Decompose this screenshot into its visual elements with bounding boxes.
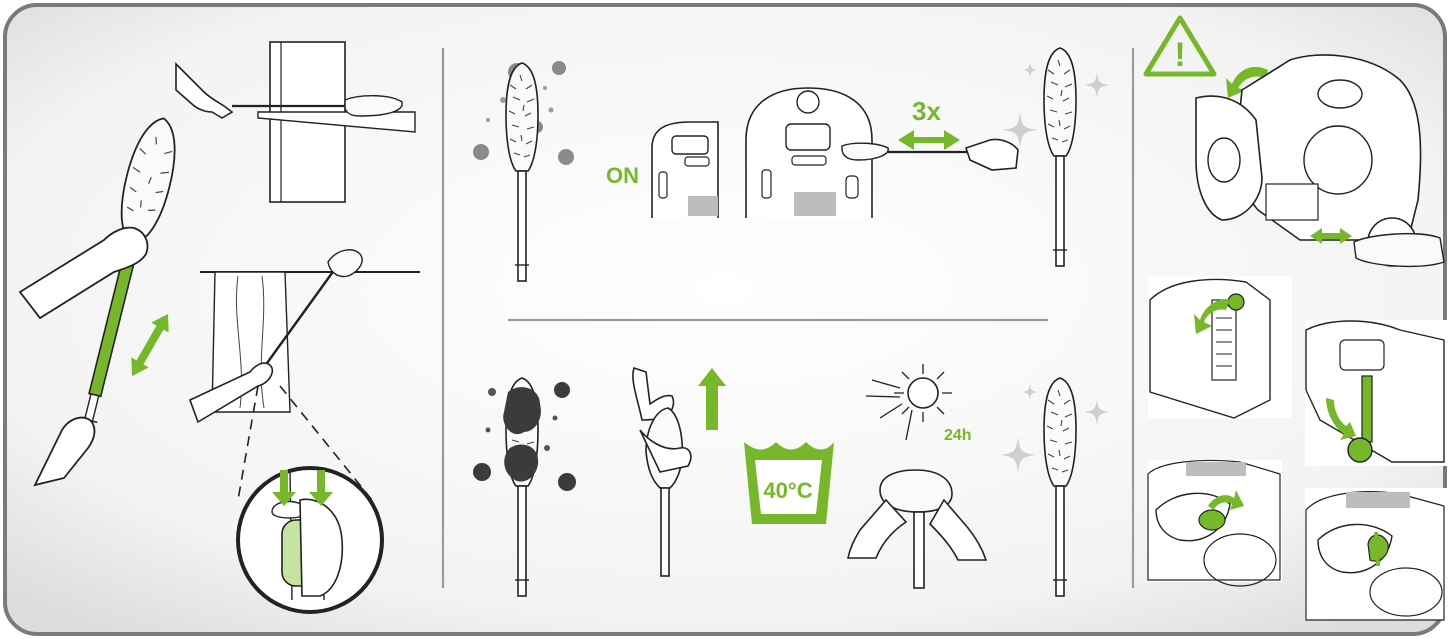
warning-symbol: ! <box>1174 36 1185 74</box>
storage-detail-4 <box>1305 488 1447 620</box>
duster-storage <box>1354 234 1444 267</box>
wash-tub-icon: 40°C <box>744 442 834 524</box>
repeat-count-label: 3x <box>912 96 941 126</box>
storage-detail-1 <box>1148 276 1292 418</box>
wash-temperature-label: 40°C <box>763 478 812 503</box>
power-on-label: ON <box>606 163 639 188</box>
storage-detail-3 <box>1148 460 1282 586</box>
vacuum-cleaner-on <box>652 122 718 218</box>
drying-time-label: 24h <box>944 427 972 444</box>
lock-button-detail <box>238 468 382 612</box>
storage-detail-2 <box>1305 320 1447 466</box>
